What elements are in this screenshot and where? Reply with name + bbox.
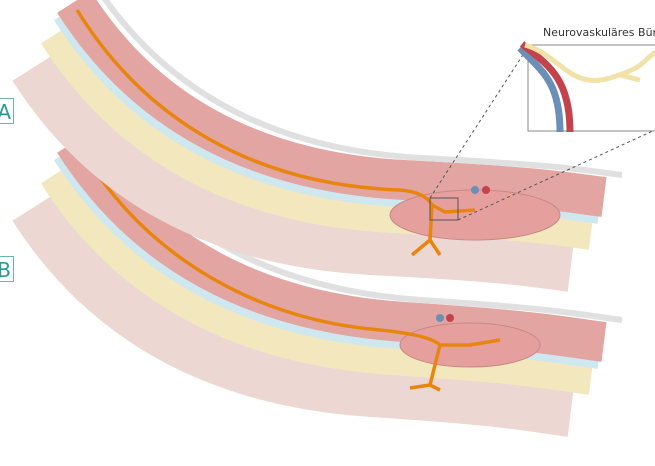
artery-inset: [519, 41, 574, 133]
nerve-b: [83, 154, 501, 392]
vein-inset: [517, 45, 564, 133]
panel-a-tissue: [42, 0, 622, 257]
inset-title: Neurovaskuläres Bün: [543, 26, 655, 39]
connector-line: [429, 46, 529, 199]
nerve-inset: [524, 42, 655, 83]
panel-label-b: B: [0, 256, 14, 282]
panel-b-tissue: [42, 120, 622, 402]
connector-line: [457, 129, 655, 221]
nerve-a: [75, 9, 476, 257]
vein-b: [436, 314, 444, 322]
muscle-belly-a: [389, 189, 561, 241]
vein-a: [471, 186, 479, 194]
zoom-region-box: [429, 197, 459, 221]
artery-b: [446, 314, 454, 322]
inset-neurovascular-bundle: [517, 41, 655, 133]
panel-label-a: A: [0, 98, 14, 124]
artery-a: [482, 186, 490, 194]
